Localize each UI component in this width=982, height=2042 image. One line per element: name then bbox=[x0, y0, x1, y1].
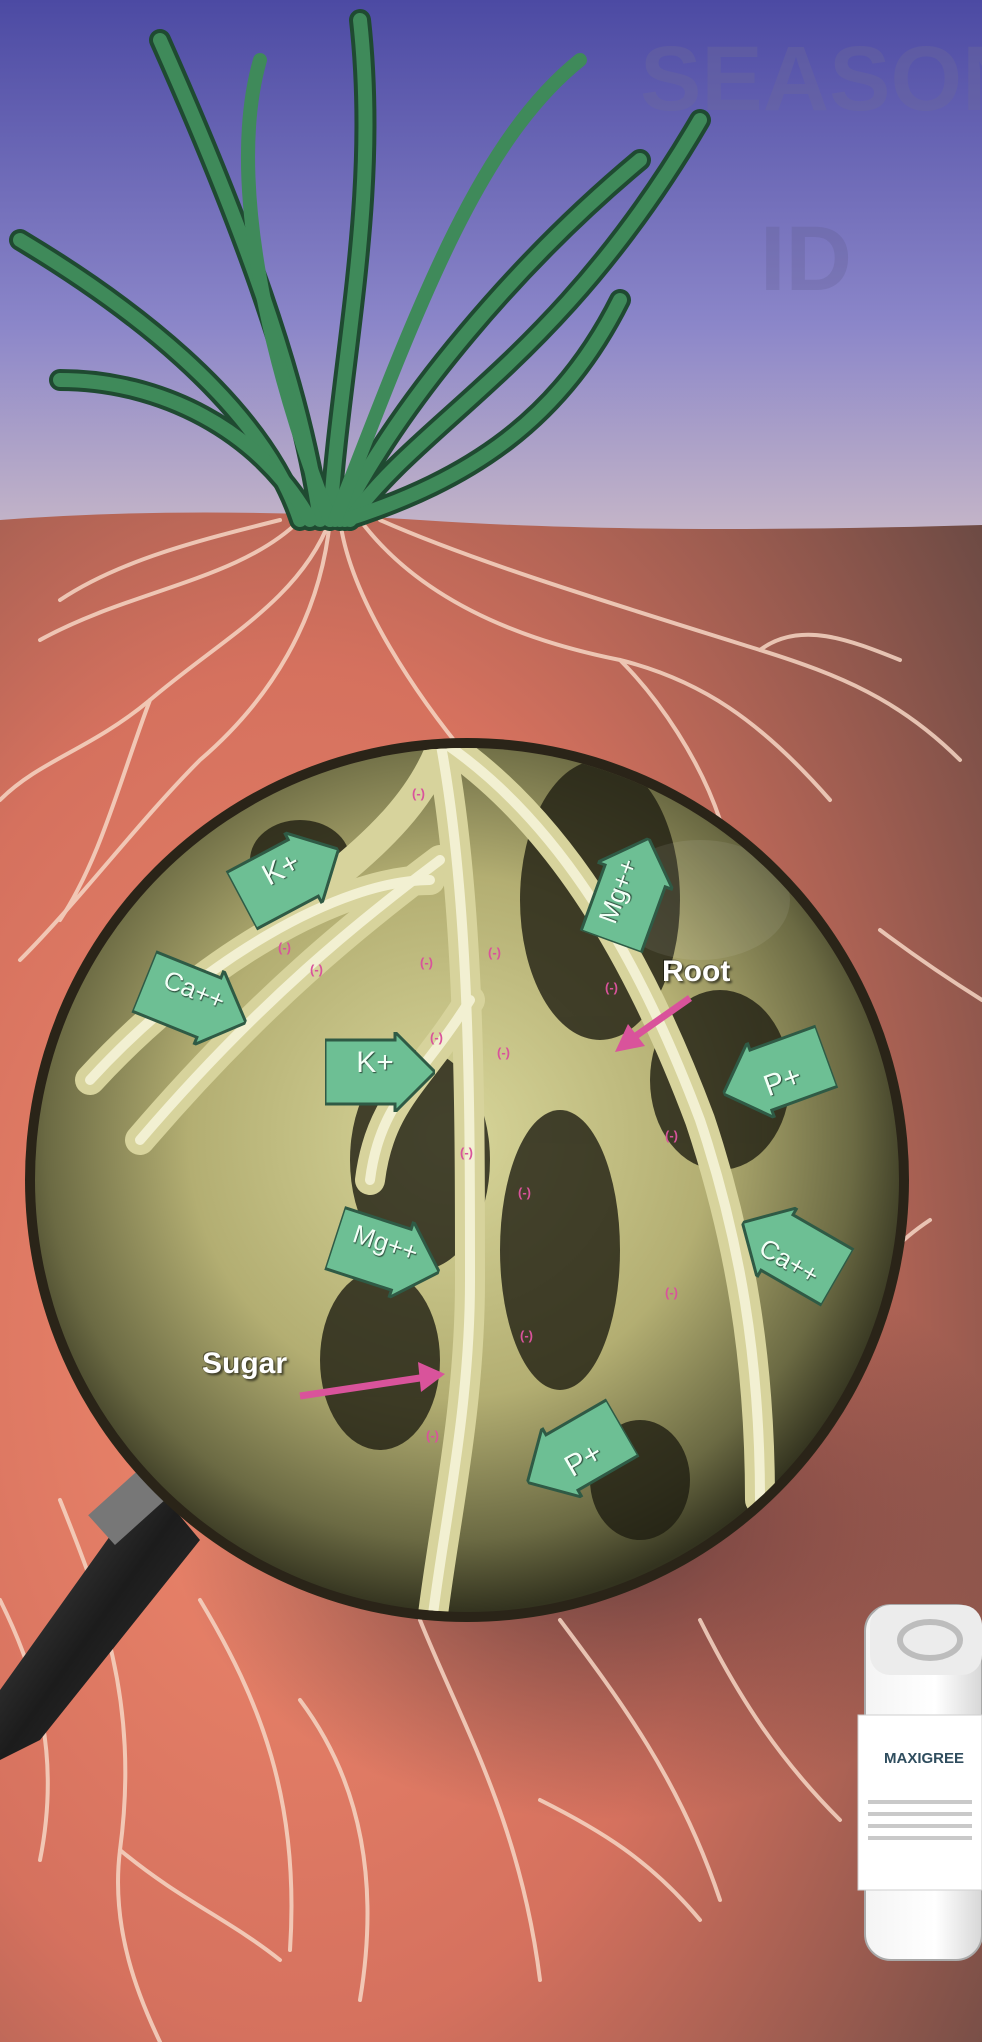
bottle-brand-label: MAXIGREE bbox=[884, 1750, 982, 1767]
product-bottle bbox=[858, 1605, 982, 1960]
charge-marker: (-) bbox=[520, 1328, 533, 1343]
root-label: Root bbox=[662, 955, 730, 989]
ion-arrow-k-2: K+ bbox=[325, 1032, 435, 1112]
charge-marker: (-) bbox=[497, 1045, 510, 1060]
charge-marker: (-) bbox=[665, 1128, 678, 1143]
charge-marker: (-) bbox=[488, 945, 501, 960]
charge-marker: (-) bbox=[412, 786, 425, 801]
charge-marker: (-) bbox=[430, 1030, 443, 1045]
charge-marker: (-) bbox=[460, 1145, 473, 1160]
ion-label: K+ bbox=[325, 1046, 425, 1080]
sugar-label: Sugar bbox=[202, 1347, 287, 1381]
charge-marker: (-) bbox=[605, 980, 618, 995]
charge-marker: (-) bbox=[310, 962, 323, 977]
charge-marker: (-) bbox=[665, 1285, 678, 1300]
svg-text:ID: ID bbox=[760, 208, 852, 310]
charge-marker: (-) bbox=[420, 955, 433, 970]
charge-marker: (-) bbox=[426, 1428, 439, 1443]
charge-marker: (-) bbox=[278, 940, 291, 955]
charge-marker: (-) bbox=[518, 1185, 531, 1200]
